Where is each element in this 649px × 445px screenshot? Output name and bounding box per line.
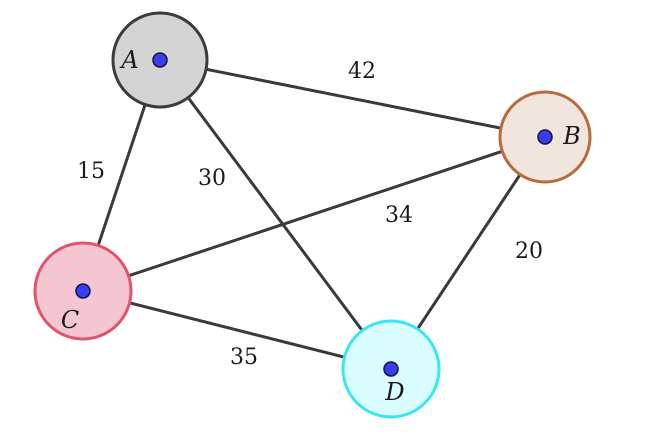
node-a-label: A — [119, 46, 138, 74]
edge-weight-a-c: 15 — [77, 159, 105, 184]
node-b-label: B — [562, 122, 581, 150]
node-c-point — [75, 283, 91, 299]
nodes-layer — [33, 11, 592, 419]
node-d-point — [383, 361, 399, 377]
edge-c-d — [81, 289, 393, 371]
edge-a-d — [158, 58, 393, 371]
node-a-point — [152, 52, 168, 68]
edge-weight-c-d: 35 — [230, 345, 258, 370]
edge-weight-a-d: 30 — [198, 166, 226, 191]
edge-weight-c-b: 34 — [385, 203, 413, 228]
node-c-label: C — [61, 306, 79, 334]
edge-weight-a-b: 42 — [348, 59, 376, 84]
node-b-point — [537, 129, 553, 145]
node-d-label: D — [384, 378, 404, 406]
edge-weight-b-d: 20 — [515, 239, 543, 264]
edge-a-b — [158, 58, 547, 139]
labels-layer: 42 15 30 34 20 35 A B C D — [61, 46, 581, 406]
edge-c-b — [81, 135, 547, 293]
